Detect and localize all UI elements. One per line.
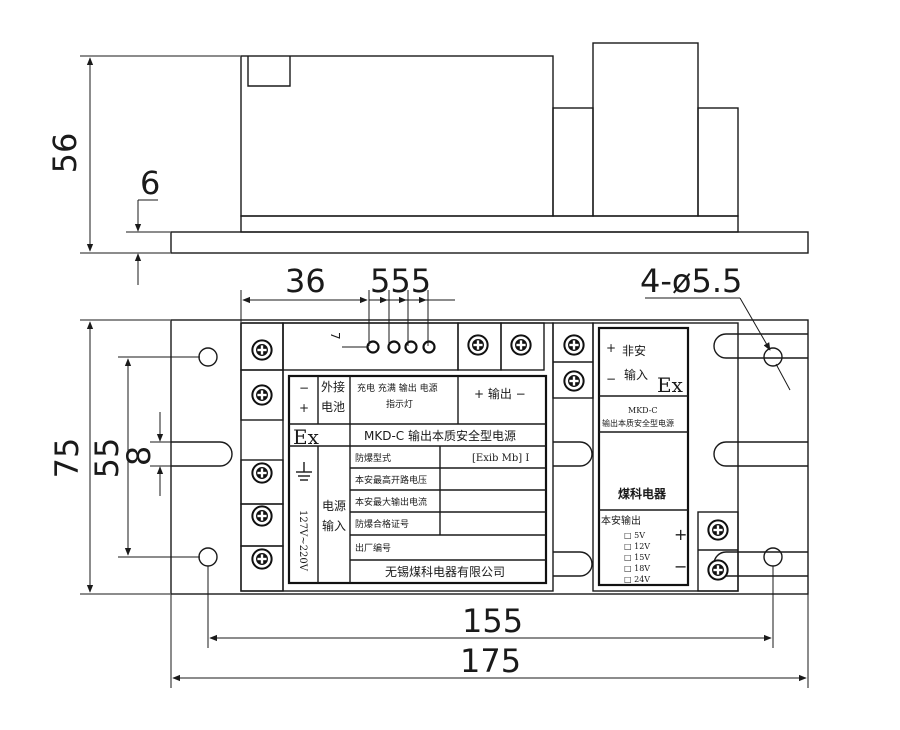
row3-label: 本安最大输出电流 (355, 496, 427, 508)
nonsafe-plus: + (606, 341, 616, 355)
ext-battery-2: 电池 (321, 400, 345, 414)
company-name: 无锡煤科电器有限公司 (385, 564, 505, 579)
mount-hole-tr (763, 347, 783, 367)
ground-icon (296, 462, 312, 481)
dim-75: 75 (48, 319, 170, 595)
ext-minus: − (299, 381, 309, 395)
screw-icon (251, 505, 273, 527)
dim-holes: 4-ø5.5 (640, 262, 791, 391)
dim-label-6: 6 (140, 164, 160, 202)
model-right: MKD-C (628, 406, 658, 415)
voltage-range: 127V~220V (297, 510, 308, 572)
base-step (240, 215, 739, 233)
row1-label: 防爆型式 (355, 452, 391, 464)
housing-notch (247, 56, 291, 87)
screw-icon (563, 334, 585, 356)
led-indicator (422, 340, 436, 354)
indicator-lamp: 指示灯 (386, 398, 413, 410)
dim-label-holes: 4-ø5.5 (640, 262, 742, 300)
ext-plus: + (299, 401, 309, 415)
mark-7: 7 (328, 332, 342, 340)
dim-label-55: 55 (88, 438, 126, 479)
option-12v: □ 12V (624, 542, 650, 551)
mounting-plate (170, 319, 809, 595)
screw-icon (251, 548, 273, 570)
screw-icon (251, 462, 273, 484)
input-label: 输入 (624, 367, 648, 382)
plan-view: 7 − + 外接 电池 充电 充满 输出 电源 指示灯 + 输出 − Ex MK… (170, 319, 809, 595)
dim-label-155: 155 (462, 602, 523, 640)
mount-hole-br (763, 547, 783, 567)
row1-value: [Exib Mb] I (472, 453, 529, 464)
ext-battery-1: 外接 (321, 379, 345, 394)
ex-mark: Ex (293, 425, 320, 449)
right-housing (592, 322, 739, 592)
led-indicator (404, 340, 418, 354)
ex-mark-right: Ex (657, 373, 684, 397)
model-desc-right: 输出本质安全型电源 (602, 418, 674, 428)
transformer-block (592, 42, 699, 217)
dim-label-75: 75 (48, 438, 86, 479)
connector-block (552, 107, 594, 217)
dim-label-56: 56 (46, 133, 84, 174)
option-15v: □ 15V (624, 553, 650, 562)
row4-label: 防爆合格证号 (355, 518, 409, 530)
nonsafe-minus: − (606, 372, 616, 386)
out-minus: − (674, 557, 687, 576)
screw-icon (707, 559, 729, 581)
dim-6: 6 (126, 164, 170, 285)
base-plate (170, 231, 809, 254)
screw-icon (510, 334, 532, 356)
led-indicator (366, 340, 380, 354)
screw-icon (467, 334, 489, 356)
brand-label: 煤科电器 (618, 486, 667, 501)
side-block (697, 107, 739, 217)
right-label-plate (597, 326, 690, 587)
screw-icon (707, 519, 729, 541)
screw-icon (563, 370, 585, 392)
dim-label-175: 175 (460, 642, 521, 680)
mount-hole-tl (198, 347, 218, 367)
dim-label-8: 8 (120, 446, 158, 466)
output-label: + 输出 − (474, 386, 526, 401)
dim-label-36: 36 (285, 262, 326, 300)
plate-title: MKD-C 输出本质安全型电源 (364, 428, 516, 443)
row2-label: 本安最高开路电压 (355, 474, 427, 486)
right-slot-1 (713, 333, 808, 359)
dim-55: 55 (88, 356, 200, 558)
mount-hole-bl (198, 547, 218, 567)
mid-slot-2 (553, 551, 593, 577)
dim-36-555: 36 555 (240, 262, 455, 346)
screw-icon (251, 384, 273, 406)
nonsafe-label: 非安 (622, 343, 646, 358)
dim-8: 8 (120, 412, 172, 496)
option-5v: □ 5V (624, 531, 645, 540)
side-view (170, 42, 809, 254)
main-housing (240, 55, 554, 217)
row5-label: 出厂编号 (355, 542, 391, 554)
power-in-2: 输入 (322, 518, 346, 533)
screw-icon (251, 339, 273, 361)
option-24v: □ 24V (624, 575, 650, 584)
mid-slot-1 (553, 441, 593, 467)
power-in-1: 电源 (322, 499, 346, 513)
led-indicator (387, 340, 401, 354)
label-plate (287, 374, 548, 585)
safe-output-label: 本安输出 (601, 514, 641, 527)
dim-175: 175 (170, 594, 809, 688)
dim-155: 155 (207, 566, 774, 648)
left-slot (171, 441, 233, 467)
option-18v: □ 18V (624, 564, 650, 573)
dim-56: 56 (46, 55, 240, 254)
right-slot-2 (713, 441, 808, 467)
indicator-labels: 充电 充满 输出 电源 (357, 382, 438, 394)
dim-label-555: 555 (370, 262, 431, 300)
out-plus: + (674, 525, 687, 544)
